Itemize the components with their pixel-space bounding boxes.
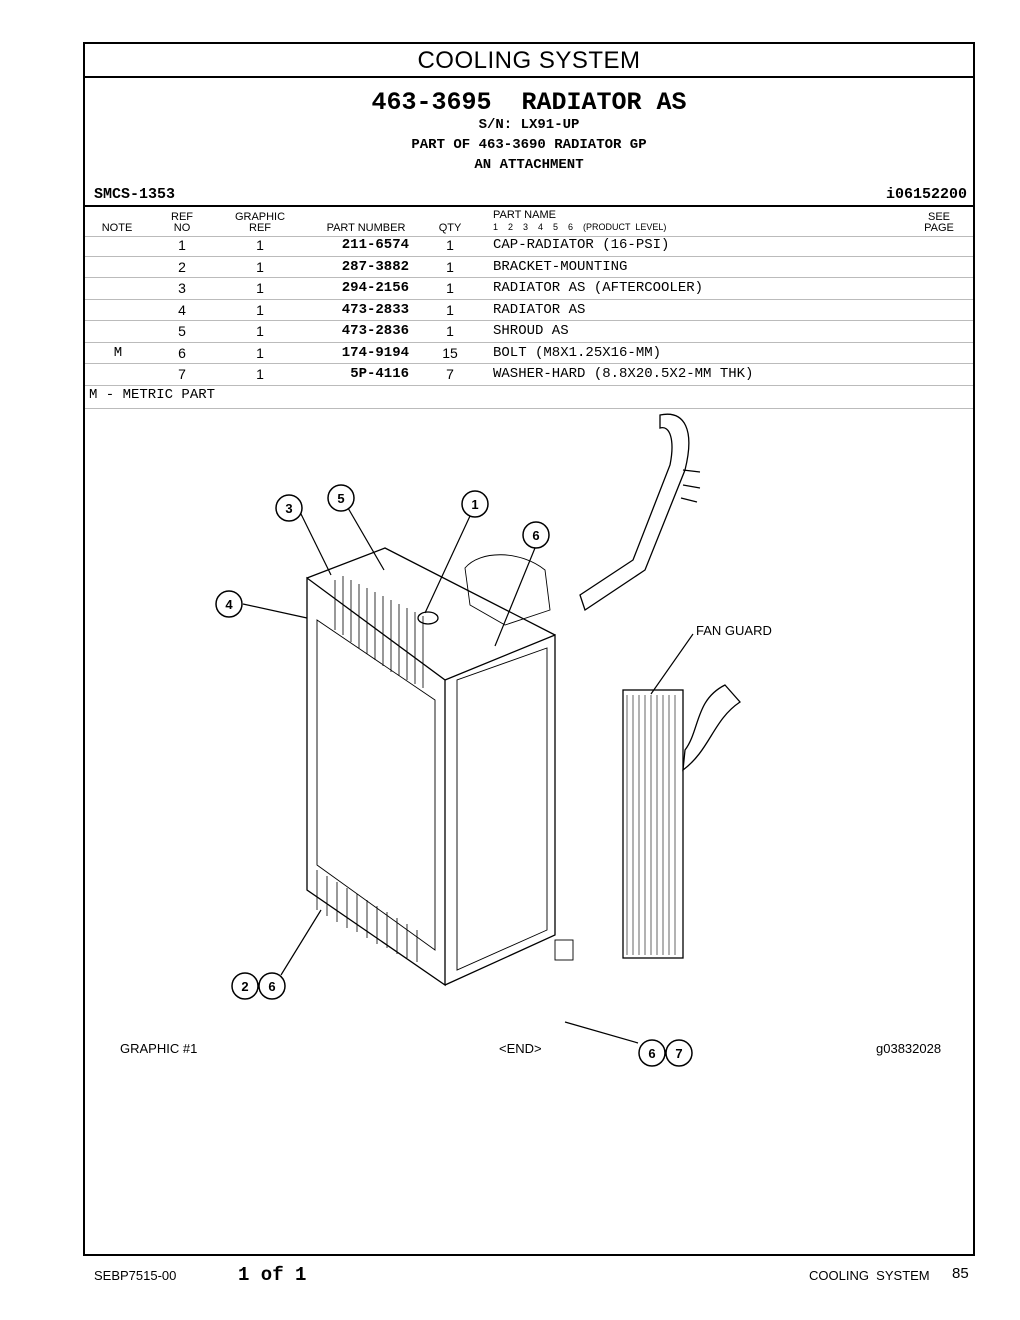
header-see-line2: PAGE (924, 222, 954, 234)
footer-section: COOLING SYSTEM (809, 1268, 930, 1283)
illustration-id: i06152200 (885, 186, 967, 203)
header-part-number: PART NUMBER (326, 222, 406, 234)
table-row: 7 1 5P-4116 7 WASHER-HARD (8.8X20.5X2-MM… (85, 364, 973, 386)
assembly-title: 463-3695 RADIATOR AS (371, 88, 687, 117)
table-row: 5 1 473-2836 1 SHROUD AS (85, 321, 973, 343)
table-row: 4 1 473-2833 1 RADIATOR AS (85, 300, 973, 321)
header-graphic-line2: REF (249, 222, 271, 234)
callout-1: 1 (461, 490, 489, 518)
row-part-name: WASHER-HARD (8.8X20.5X2-MM THK) (493, 366, 754, 382)
row-ref-no: 2 (178, 258, 186, 275)
table-row: 2 1 287-3882 1 BRACKET-MOUNTING (85, 257, 973, 278)
radiator-exploded-view: 3 5 1 6 4 2 6 6 7 FAN GUARD (215, 413, 772, 1067)
row-part-name: SHROUD AS (493, 323, 569, 339)
callout-4: 4 (215, 590, 243, 618)
header-note: NOTE (101, 222, 133, 234)
row-part-name: BRACKET-MOUNTING (493, 258, 628, 275)
row-graphic-ref: 1 (256, 280, 264, 296)
callout-label: 1 (471, 497, 478, 512)
header-product-levels: 1 2 3 4 5 6 (PRODUCT LEVEL) (493, 222, 667, 232)
callout-label: 7 (675, 1046, 682, 1061)
row-part-name: BOLT (M8X1.25X16-MM) (493, 344, 662, 361)
upper-pipe (579, 413, 690, 612)
callout-2-6: 2 6 (231, 972, 286, 1000)
radiator-core (306, 576, 446, 987)
radiator-side (444, 634, 556, 986)
callout-label: 6 (532, 528, 539, 543)
row-graphic-ref: 1 (256, 323, 264, 339)
table-row: 3 1 294-2156 1 RADIATOR AS (AFTERCOOLER) (85, 278, 973, 300)
row-ref-no: 7 (178, 366, 186, 382)
row-ref-no: 4 (178, 301, 186, 318)
row-qty: 1 (446, 280, 454, 296)
callout-5: 5 (327, 484, 355, 512)
row-ref-no: 1 (178, 237, 186, 253)
header-ref-line1: REF (171, 211, 193, 223)
row-part-number[interactable]: 287-3882 (341, 258, 409, 275)
footer-page-number: 85 (952, 1265, 969, 1282)
table-row: M 6 1 174-9194 15 BOLT (M8X1.25X16-MM) (85, 343, 973, 364)
callout-label: 6 (648, 1046, 655, 1061)
callout-label: 6 (268, 979, 275, 994)
smcs-code: SMCS-1353 (94, 186, 176, 203)
parts-table-body: 1 1 211-6574 1 CAP-RADIATOR (16-PSI) 2 1… (85, 235, 973, 386)
row-part-number[interactable]: 211-6574 (341, 237, 409, 253)
callout-3: 3 (275, 494, 303, 522)
callout-label: 4 (225, 597, 233, 612)
row-part-number[interactable]: 473-2833 (341, 301, 409, 318)
row-qty: 7 (446, 366, 454, 382)
footer-doc-number: SEBP7515-00 (94, 1268, 177, 1283)
row-graphic-ref: 1 (256, 344, 264, 361)
lower-hose (682, 684, 741, 772)
callout-label: 3 (285, 501, 292, 516)
row-qty: 1 (446, 258, 454, 275)
header-see-line1: SEE (927, 211, 950, 223)
parent-group: PART OF 463-3690 RADIATOR GP (411, 137, 647, 153)
row-graphic-ref: 1 (256, 258, 264, 275)
table-row: 1 1 211-6574 1 CAP-RADIATOR (16-PSI) (85, 235, 973, 257)
parts-table-header: NOTE REF NO GRAPHIC REF PART NUMBER QTY … (85, 205, 973, 237)
row-part-number[interactable]: 174-9194 (341, 344, 409, 361)
row-ref-no: 5 (178, 323, 186, 339)
graphic-caption-left: GRAPHIC #1 (120, 1041, 198, 1056)
fan-guard (622, 689, 684, 959)
callout-label: 2 (241, 979, 248, 994)
row-qty: 15 (442, 344, 458, 361)
section-title: COOLING SYSTEM (85, 44, 973, 78)
row-note: M (113, 344, 123, 361)
row-graphic-ref: 1 (256, 301, 264, 318)
row-qty: 1 (446, 301, 454, 318)
row-part-number[interactable]: 294-2156 (341, 280, 409, 296)
header-qty: QTY (438, 222, 462, 234)
row-part-number[interactable]: 473-2836 (341, 323, 409, 339)
callout-6: 6 (522, 521, 550, 549)
fan-guard-label: FAN GUARD (696, 623, 772, 638)
row-qty: 1 (446, 323, 454, 339)
header-part-name: PART NAME (493, 209, 556, 221)
attachment-note: AN ATTACHMENT (474, 157, 584, 173)
row-part-number[interactable]: 5P-4116 (350, 366, 409, 382)
serial-number-range: S/N: LX91-UP (478, 117, 580, 133)
row-graphic-ref: 1 (256, 237, 264, 253)
footer-page-of: 1 of 1 (238, 1264, 307, 1286)
row-qty: 1 (446, 237, 454, 253)
header-ref-line2: NO (173, 222, 191, 234)
metric-part-footnote: M - METRIC PART (89, 387, 216, 403)
radiator-cap (417, 611, 439, 625)
row-part-name: CAP-RADIATOR (16-PSI) (493, 237, 670, 253)
header-graphic-line1: GRAPHIC (234, 211, 286, 223)
row-graphic-ref: 1 (256, 366, 264, 382)
callout-label: 5 (337, 491, 344, 506)
row-part-name: RADIATOR AS (493, 301, 586, 318)
row-ref-no: 3 (178, 280, 186, 296)
pipe-clamp (680, 469, 701, 503)
row-part-name: RADIATOR AS (AFTERCOOLER) (493, 280, 704, 296)
row-ref-no: 6 (178, 344, 186, 361)
graphic-caption-end: <END> (499, 1041, 542, 1056)
page-frame: COOLING SYSTEM 463-3695 RADIATOR AS S/N:… (83, 42, 975, 1256)
aftercooler-core (316, 619, 436, 951)
footnote-divider (85, 408, 973, 409)
graphic-caption-id: g03832028 (876, 1041, 942, 1056)
callout-6-7: 6 7 (638, 1039, 693, 1067)
